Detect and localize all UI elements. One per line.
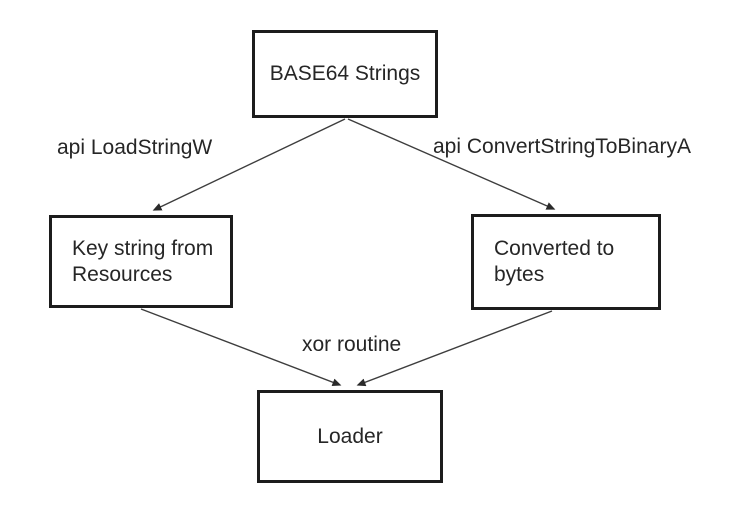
arrow-key-to-loader <box>140 308 342 387</box>
edge-label-api-convertstringtobinarya: api ConvertStringToBinaryA <box>433 135 691 158</box>
node-converted-to-bytes-label: Converted to bytes <box>494 237 615 286</box>
node-loader: Loader <box>257 390 443 483</box>
node-converted-to-bytes: Converted to bytes <box>471 214 661 310</box>
arrow-converted-to-loader <box>356 310 553 387</box>
node-base64-strings: BASE64 Strings <box>252 30 438 118</box>
edge-label-api-loadstringw: api LoadStringW <box>57 136 213 159</box>
node-key-string-from-resources-label: Key string from Resources <box>72 236 214 286</box>
edge-label-xor-routine: xor routine <box>302 333 402 356</box>
node-base64-strings-label: BASE64 Strings <box>269 62 421 85</box>
arrow-base64-to-converted <box>347 118 556 210</box>
arrow-base64-to-key <box>152 118 346 211</box>
node-key-string-from-resources: Key string from Resources <box>49 215 233 308</box>
node-loader-label: Loader <box>317 424 383 448</box>
